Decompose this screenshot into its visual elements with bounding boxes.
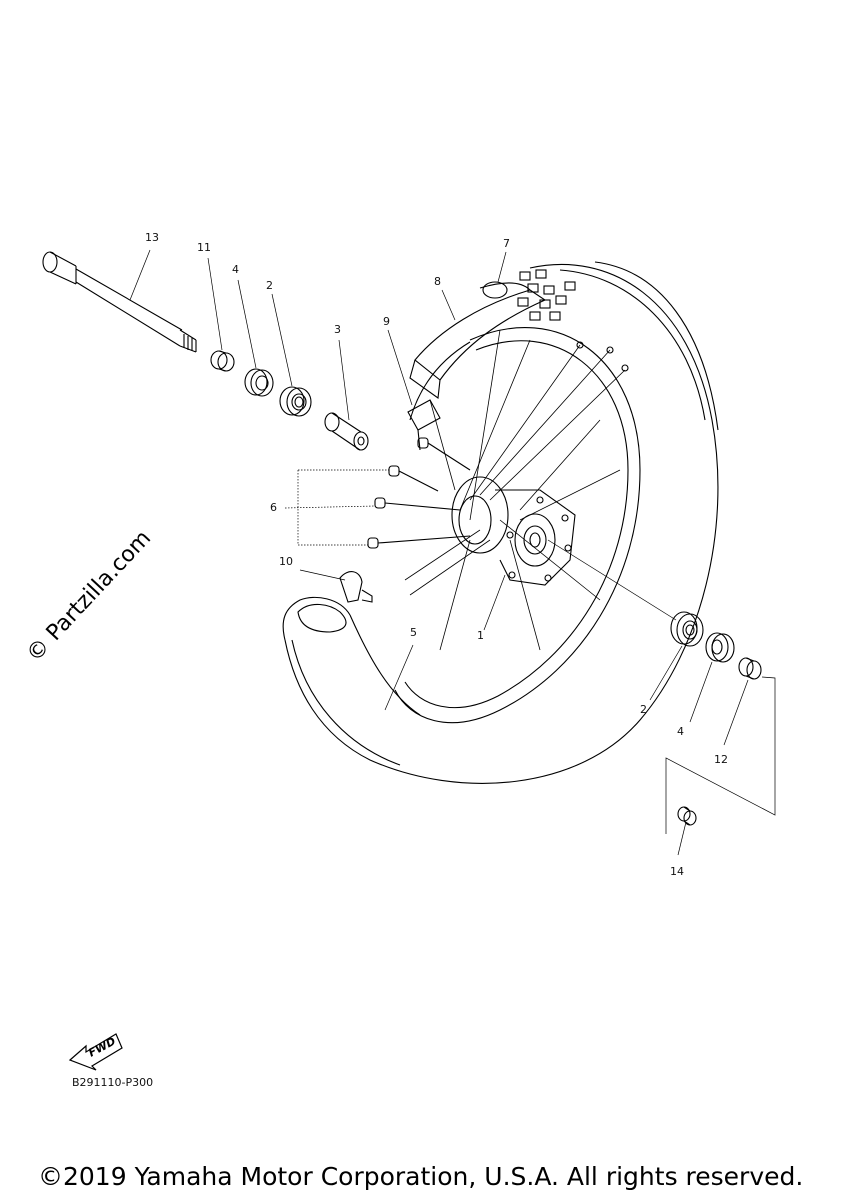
- oil-seal-right-part: [705, 632, 735, 663]
- collar-14-part: [677, 806, 697, 826]
- callout-10: 10: [279, 555, 293, 568]
- leader-lines: [129, 249, 776, 856]
- axle-part: [42, 251, 197, 353]
- valve-part: [297, 571, 373, 633]
- callout-13: 11: [197, 241, 211, 254]
- bearing-right-part: [670, 611, 704, 647]
- collar-12-part: [738, 657, 762, 680]
- tread-blocks-part: [517, 269, 576, 321]
- spokes-part: [404, 329, 626, 651]
- callout-7: 7: [503, 237, 510, 250]
- callout-14: 14: [670, 865, 684, 878]
- collar-13-part: [210, 350, 235, 372]
- rim-lock-part: [407, 399, 441, 451]
- spoke-nipples-part: [367, 437, 471, 549]
- diagram-code: B291110-P300: [72, 1076, 154, 1089]
- callout-2-left: 2: [266, 279, 273, 292]
- callout-9: 9: [383, 315, 390, 328]
- tire-part: [282, 261, 719, 784]
- callout-11: 13: [145, 231, 159, 244]
- copyright-notice: ©2019 Yamaha Motor Corporation, U.S.A. A…: [38, 1162, 804, 1191]
- callout-8: 8: [434, 275, 441, 288]
- callout-12: 12: [714, 753, 728, 766]
- fwd-arrow-icon: FWD: [68, 1033, 123, 1071]
- callout-1: 1: [477, 629, 484, 642]
- callout-2-right: 2: [640, 703, 647, 716]
- spacer-part: [324, 412, 369, 451]
- callout-5: 5: [410, 626, 417, 639]
- hub-part: [451, 476, 576, 586]
- callout-3: 3: [334, 323, 341, 336]
- oil-seal-left-part: [244, 368, 274, 397]
- rim-band-part: [409, 281, 547, 399]
- callout-6: 6: [270, 501, 277, 514]
- bearing-left-part: [279, 386, 312, 417]
- callout-4-left: 4: [232, 263, 239, 276]
- callout-4-right: 4: [677, 725, 684, 738]
